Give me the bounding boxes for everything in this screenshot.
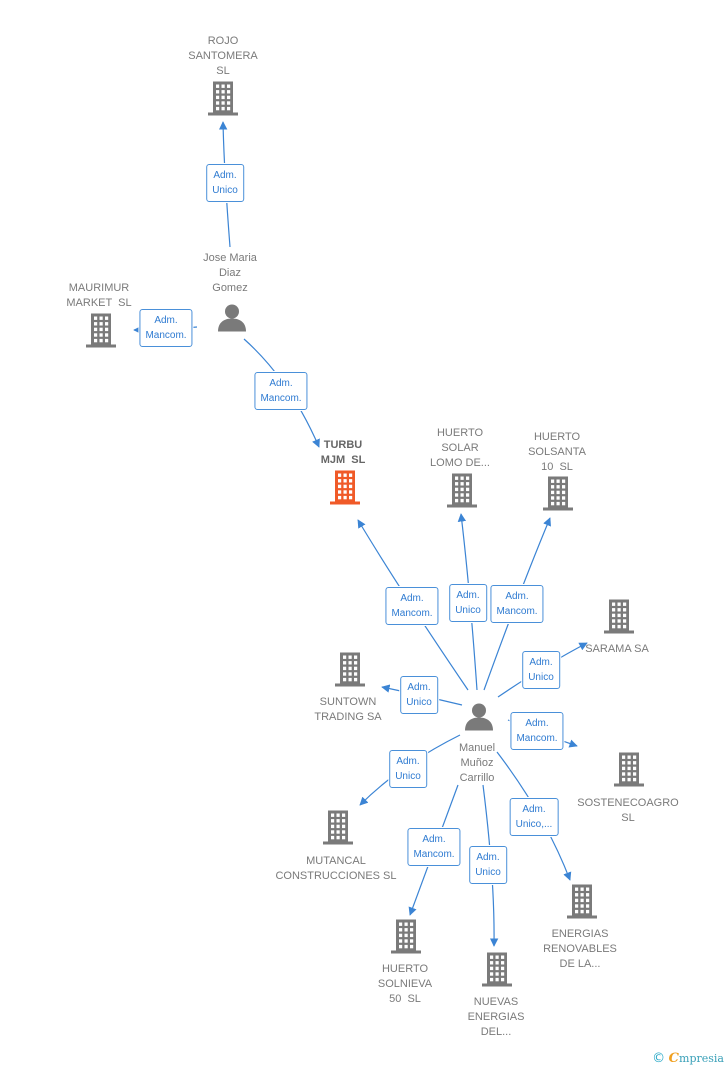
edge-label[interactable]: Adm. Mancom.	[510, 712, 564, 750]
building-icon	[208, 81, 238, 116]
building-icon-wrap[interactable]	[329, 470, 361, 511]
building-icon-wrap[interactable]	[566, 884, 598, 925]
node-label[interactable]: Manuel Muñoz Carrillo	[458, 742, 496, 784]
edge-label[interactable]: Adm. Unico	[449, 584, 487, 622]
node-label[interactable]: SARAMA SA	[585, 643, 649, 655]
copyright-symbol: ©	[652, 1051, 666, 1066]
node-label[interactable]: HUERTO SOLSANTA 10 SL	[528, 431, 586, 473]
node-label[interactable]: Jose Maria Diaz Gomez	[203, 252, 257, 294]
person-icon-wrap[interactable]	[464, 702, 494, 737]
building-icon	[543, 476, 573, 511]
building-icon-wrap[interactable]	[446, 473, 478, 514]
building-icon-wrap[interactable]	[334, 652, 366, 693]
edge-label[interactable]: Adm. Mancom.	[385, 587, 439, 625]
edge-label[interactable]: Adm. Unico	[206, 164, 244, 202]
node-label[interactable]: MAURIMUR MARKET SL	[66, 282, 132, 309]
building-icon	[567, 884, 597, 919]
node-label[interactable]: SOSTENECOAGRO SL	[577, 797, 679, 824]
building-icon	[447, 473, 477, 508]
node-label[interactable]: TURBU MJM SL	[320, 439, 366, 466]
node-label[interactable]: NUEVAS ENERGIAS DEL...	[467, 996, 525, 1038]
person-icon	[465, 703, 493, 731]
building-icon-wrap[interactable]	[481, 952, 513, 993]
edge-label[interactable]: Adm. Unico	[389, 750, 427, 788]
building-icon	[330, 470, 360, 505]
person-icon	[218, 304, 246, 332]
footer-brand: © Cmpresia	[652, 1051, 724, 1066]
edge-label[interactable]: Adm. Mancom.	[407, 828, 461, 866]
person-icon-wrap[interactable]	[217, 303, 247, 338]
building-icon	[604, 599, 634, 634]
building-icon	[482, 952, 512, 987]
edge-label[interactable]: Adm. Unico	[522, 651, 560, 689]
node-label[interactable]: ROJO SANTOMERA SL	[188, 35, 258, 77]
building-icon-wrap[interactable]	[390, 919, 422, 960]
brand-initial: C	[668, 1051, 680, 1066]
building-icon-wrap[interactable]	[322, 810, 354, 851]
building-icon-wrap[interactable]	[603, 599, 635, 640]
edge-label[interactable]: Adm. Mancom.	[139, 309, 193, 347]
building-icon-wrap[interactable]	[542, 476, 574, 517]
node-label[interactable]: HUERTO SOLAR LOMO DE...	[430, 427, 490, 469]
edge-label[interactable]: Adm. Unico	[469, 846, 507, 884]
node-label[interactable]: MUTANCAL CONSTRUCCIONES SL	[275, 855, 397, 882]
node-label[interactable]: ENERGIAS RENOVABLES DE LA...	[543, 928, 617, 970]
building-icon	[335, 652, 365, 687]
edge-label[interactable]: Adm. Mancom.	[490, 585, 544, 623]
building-icon-wrap[interactable]	[613, 752, 645, 793]
building-icon	[614, 752, 644, 787]
building-icon	[391, 919, 421, 954]
node-label[interactable]: HUERTO SOLNIEVA 50 SL	[377, 963, 433, 1005]
building-icon	[86, 313, 116, 348]
building-icon-wrap[interactable]	[207, 81, 239, 122]
edge-label[interactable]: Adm. Mancom.	[254, 372, 308, 410]
edge-label[interactable]: Adm. Unico,...	[509, 798, 559, 836]
building-icon-wrap[interactable]	[85, 313, 117, 354]
brand-name: mpresia	[679, 1052, 724, 1065]
edge-label[interactable]: Adm. Unico	[400, 676, 438, 714]
building-icon	[323, 810, 353, 845]
node-label[interactable]: SUNTOWN TRADING SA	[314, 696, 382, 723]
